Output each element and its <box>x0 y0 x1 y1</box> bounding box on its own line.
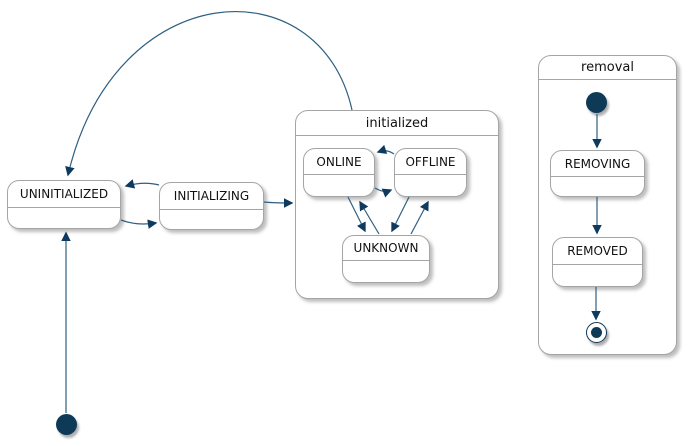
state-removed-name: REMOVED <box>553 238 642 265</box>
state-offline: OFFLINE <box>394 148 467 197</box>
state-unknown-name: UNKNOWN <box>343 236 429 261</box>
state-offline-name: OFFLINE <box>395 149 466 175</box>
state-initializing-name: INITIALIZING <box>160 183 263 210</box>
state-label: ONLINE <box>316 154 362 169</box>
initial-state-removal-icon <box>586 92 607 113</box>
composite-state-initialized-title: initialized <box>296 111 498 136</box>
state-label: INITIALIZING <box>173 189 250 203</box>
composite-state-removal: removal <box>538 55 677 355</box>
state-unknown: UNKNOWN <box>342 235 430 283</box>
composite-state-removal-title: removal <box>539 56 676 80</box>
state-initializing: INITIALIZING <box>159 182 264 230</box>
transition-uninitialized-to-initializing <box>120 219 158 229</box>
state-uninitialized-name: UNINITIALIZED <box>8 181 120 208</box>
final-state-removal-icon <box>586 322 607 343</box>
transition-initializing-to-initialized <box>263 198 294 208</box>
state-label: REMOVED <box>567 244 628 258</box>
initial-state-icon <box>56 414 77 435</box>
state-removed: REMOVED <box>552 237 643 287</box>
state-label: OFFLINE <box>405 154 456 169</box>
transition-initializing-to-uninitialized <box>124 179 160 189</box>
state-removing-name: REMOVING <box>551 151 644 177</box>
state-label: UNKNOWN <box>353 241 419 255</box>
state-removing: REMOVING <box>550 150 645 197</box>
state-online-name: ONLINE <box>304 149 374 175</box>
state-label: initialized <box>365 115 429 131</box>
state-online: ONLINE <box>303 148 375 197</box>
final-state-dot <box>591 327 602 338</box>
state-label: REMOVING <box>564 156 631 171</box>
state-label: UNINITIALIZED <box>19 187 109 201</box>
state-uninitialized: UNINITIALIZED <box>7 180 121 229</box>
state-label: removal <box>581 60 634 75</box>
